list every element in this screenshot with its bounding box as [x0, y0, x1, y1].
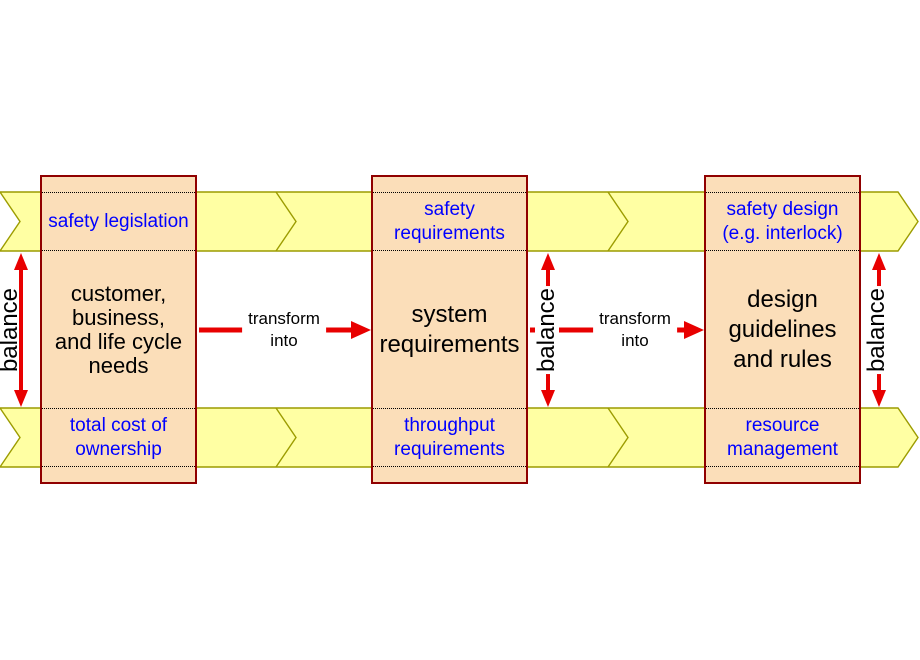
chevron-seam	[275, 407, 297, 468]
chevron-seam	[607, 407, 629, 468]
main-label-line: system	[411, 300, 488, 328]
main-label-line: business,	[72, 304, 165, 330]
band-label-line: throughput	[404, 414, 495, 436]
bottom-band-overlay-label: resource management	[706, 408, 859, 467]
balance-label: balance	[863, 285, 890, 375]
design-guidelines-box: safety design (e.g. interlock) design gu…	[704, 175, 861, 484]
band-label-line: (e.g. interlock)	[722, 222, 843, 244]
transform-arrowhead-icon	[684, 321, 704, 339]
transform-label-line: into	[621, 331, 649, 350]
balance-label: balance	[0, 287, 23, 373]
band-label-line: requirements	[394, 438, 505, 460]
down-arrowhead-icon	[14, 390, 28, 407]
customer-needs-box: safety legislation customer, business, a…	[40, 175, 197, 484]
band-label-line: resource	[745, 414, 820, 436]
up-arrowhead-icon	[541, 253, 555, 270]
band-label-line: requirements	[394, 222, 505, 244]
main-label-line: guidelines	[728, 315, 837, 343]
transform-into-label: transform into	[242, 307, 326, 353]
balance-label: balance	[533, 285, 560, 375]
transform-arrowhead-icon	[351, 321, 371, 339]
chevron-seam	[607, 191, 629, 252]
band-label-line: ownership	[75, 438, 162, 460]
top-band-overlay-label: safety requirements	[373, 192, 526, 251]
main-label: design guidelines and rules	[706, 251, 859, 408]
top-band-overlay-label: safety legislation	[42, 192, 195, 251]
band-label-line: safety legislation	[48, 210, 189, 232]
down-arrowhead-icon	[541, 390, 555, 407]
up-arrowhead-icon	[14, 253, 28, 270]
bottom-band-overlay-label: total cost of ownership	[42, 408, 195, 467]
main-label: customer, business, and life cycle needs	[42, 251, 195, 408]
band-label-line: total cost of	[69, 414, 168, 436]
chevron-seam	[275, 191, 297, 252]
up-arrowhead-icon	[872, 253, 886, 270]
down-arrowhead-icon	[872, 390, 886, 407]
main-label-line: requirements	[379, 330, 520, 358]
transform-label-line: transform	[248, 309, 320, 328]
band-label-line: safety	[424, 198, 475, 220]
main-label-line: and rules	[733, 345, 832, 373]
transform-label-line: transform	[599, 309, 671, 328]
top-band-overlay-label: safety design (e.g. interlock)	[706, 192, 859, 251]
main-label-line: and life cycle	[54, 328, 183, 354]
main-label-line: customer,	[70, 280, 167, 306]
main-label-line: needs	[88, 352, 149, 378]
transform-label-line: into	[270, 331, 298, 350]
band-label-line: safety design	[726, 198, 839, 220]
band-label-line: management	[727, 438, 838, 460]
system-requirements-box: safety requirements system requirements …	[371, 175, 528, 484]
main-label: system requirements	[373, 251, 526, 408]
bottom-band-overlay-label: throughput requirements	[373, 408, 526, 467]
main-label-line: design	[747, 285, 818, 313]
transform-into-label: transform into	[593, 307, 677, 353]
